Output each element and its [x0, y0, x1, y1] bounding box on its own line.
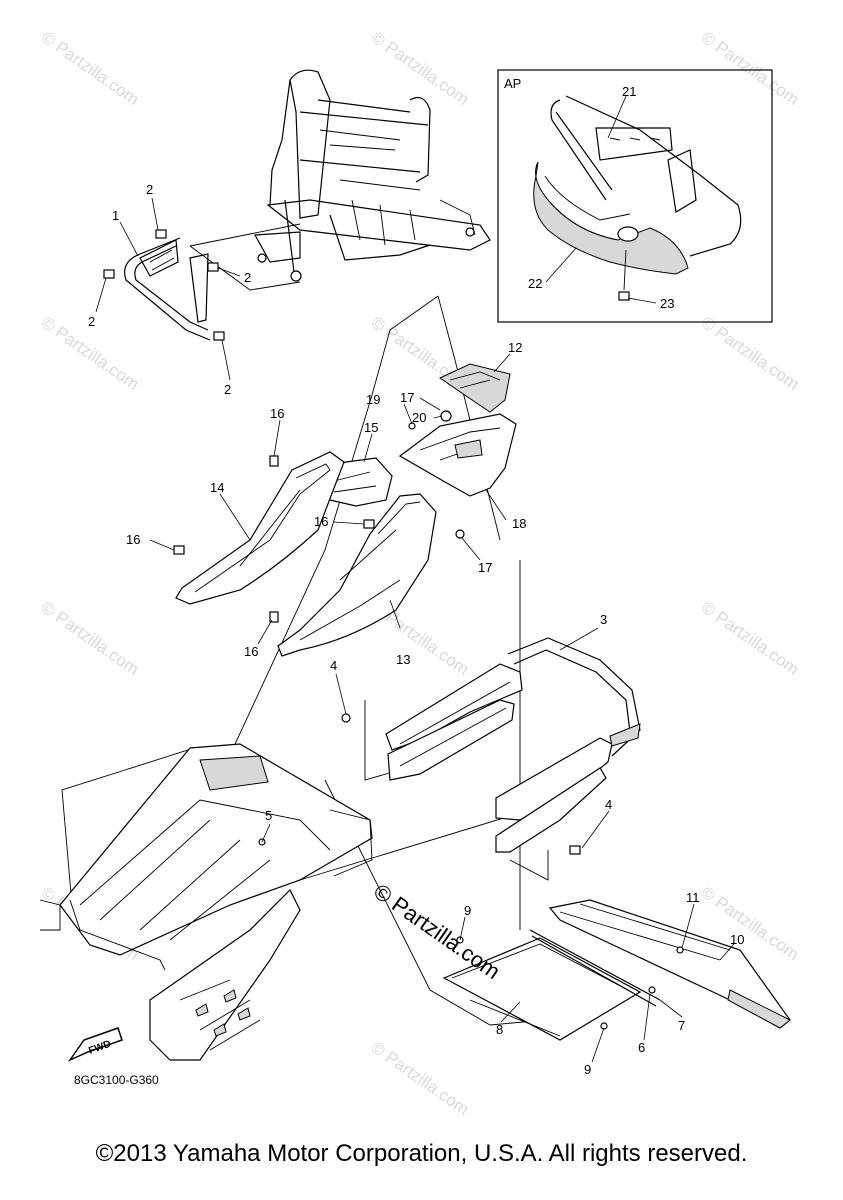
callout-2: 2	[244, 270, 251, 285]
callout-16: 16	[126, 532, 140, 547]
inset-ap-box: AP	[497, 69, 773, 323]
callout-5: 5	[265, 808, 272, 823]
left-side-cover-illustration	[175, 451, 345, 605]
callout-16: 16	[314, 514, 328, 529]
watermark: © Partzilla.com	[368, 1038, 473, 1119]
callout-10: 10	[730, 932, 744, 947]
callout-4: 4	[330, 658, 337, 673]
watermark: © Partzilla.com	[38, 598, 143, 679]
rear-fender-illustration	[398, 413, 517, 497]
forward-arrow-icon: FWD	[67, 1027, 123, 1062]
callout-20: 20	[412, 410, 426, 425]
diagram-code: 8GC3100-G360	[74, 1073, 159, 1087]
bolt	[173, 545, 185, 555]
callout-6: 6	[638, 1040, 645, 1055]
bolt	[103, 269, 115, 279]
copyright-notice: ©2013 Yamaha Motor Corporation, U.S.A. A…	[95, 1140, 748, 1167]
callout-17: 17	[400, 390, 414, 405]
callout-13: 13	[396, 652, 410, 667]
rear-flap-illustration	[442, 936, 642, 1041]
callout-2: 2	[88, 314, 95, 329]
callout-16: 16	[244, 644, 258, 659]
callout-1: 1	[112, 208, 119, 223]
callout-21: 21	[622, 84, 636, 99]
callout-2: 2	[146, 182, 153, 197]
callout-18: 18	[512, 516, 526, 531]
callout-15: 15	[364, 420, 378, 435]
callout-17: 17	[478, 560, 492, 575]
callout-22: 22	[528, 276, 542, 291]
callout-14: 14	[210, 480, 224, 495]
callout-2: 2	[224, 382, 231, 397]
main-frame-illustration	[189, 69, 491, 291]
callout-11: 11	[686, 890, 700, 905]
watermark: © Partzilla.com	[368, 28, 473, 109]
callout-8: 8	[496, 1022, 503, 1037]
bolt	[207, 262, 219, 272]
callout-7: 7	[678, 1018, 685, 1033]
bolt	[213, 331, 225, 341]
front-bumper-illustration	[103, 229, 225, 341]
bolt	[155, 229, 167, 239]
clip	[440, 410, 452, 422]
watermark: © Partzilla.com	[698, 313, 803, 394]
callout-labels: 1 2 2 2 2 3 4 4 5 6 7 8 9 9 10 11 12 13 …	[88, 84, 744, 1077]
callout-3: 3	[600, 612, 607, 627]
right-side-cover-illustration	[277, 493, 437, 657]
inset-label: AP	[504, 76, 521, 91]
bolt	[269, 611, 279, 623]
bolt	[363, 519, 375, 529]
callout-9: 9	[584, 1062, 591, 1077]
rear-cover-upper-illustration	[438, 363, 511, 413]
clip	[455, 529, 465, 539]
watermark: © Partzilla.com	[38, 28, 143, 109]
callout-23: 23	[660, 296, 674, 311]
callout-12: 12	[508, 340, 522, 355]
rear-carrier-illustration	[341, 637, 641, 855]
callout-4: 4	[605, 797, 612, 812]
watermark: © Partzilla.com	[698, 28, 803, 109]
callout-19: 19	[366, 392, 380, 407]
center-watermark: © Partzilla.com	[369, 879, 505, 985]
chassis-illustration	[39, 743, 373, 1061]
leader-lines	[95, 95, 735, 1063]
footrest-illustration	[529, 899, 791, 1029]
callout-9: 9	[464, 903, 471, 918]
bolt	[269, 455, 279, 467]
watermark: © Partzilla.com	[698, 598, 803, 679]
callout-16: 16	[270, 406, 284, 421]
